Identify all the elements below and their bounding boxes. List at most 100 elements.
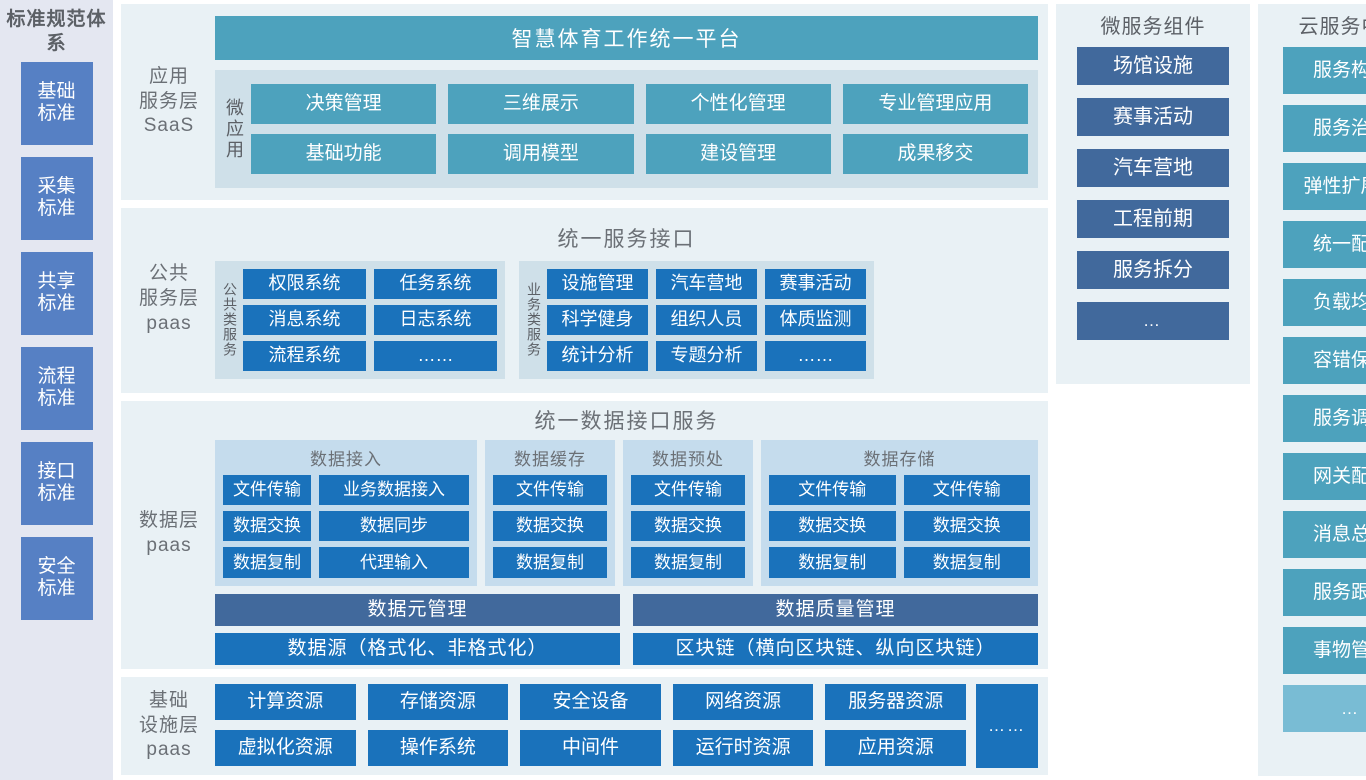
data-access-title: 数据接入 [310,449,382,469]
micro-item-project-preliminary[interactable]: 工程前期 [1077,200,1229,238]
infra-item-application-resources[interactable]: 应用资源 [825,730,966,766]
data-item-data-exchange[interactable]: 数据交换 [223,510,311,542]
metadata-management-bar[interactable]: 数据元管理 [215,593,620,626]
label-line-2: 标准 [37,293,76,314]
standards-item-basic[interactable]: 基础 标准 [20,61,93,145]
data-item-business-data-access[interactable]: 业务数据接入 [319,474,469,505]
standards-item-process[interactable]: 流程 标准 [20,346,93,430]
data-item-data-replication-2[interactable]: 数据复制 [903,547,1030,578]
app-item-results-handover[interactable]: 成果移交 [842,134,1028,174]
data-item-data-exchange[interactable]: 数据交换 [631,510,745,542]
standards-item-collection[interactable]: 采集 标准 [20,156,93,240]
infra-item-network-resources[interactable]: 网络资源 [672,684,814,720]
cloud-item-service-invocation[interactable]: 服务调用 [1283,395,1366,442]
infra-item-virtualization-resources[interactable]: 虚拟化资源 [215,730,356,766]
cloud-item-service-tracing[interactable]: 服务跟踪 [1283,569,1366,616]
app-item-professional-management[interactable]: 专业管理应用 [842,84,1028,124]
app-item-decision-management[interactable]: 决策管理 [251,84,437,124]
label-line-1: 共享 [37,271,76,293]
app-item-3d-display[interactable]: 三维展示 [448,84,634,124]
service-facility-management[interactable]: 设施管理 [547,268,648,299]
data-item-file-transfer[interactable]: 文件传输 [493,474,607,505]
unified-service-interface-banner: 统一服务接口 [557,227,696,251]
blockchain-bar[interactable]: 区块链（横向区块链、纵向区块链） [633,632,1038,665]
layer-stack: 应用 服务层 SaaS 智慧体育工作统一平台 微应用 决策管理 三维展示 个性化… [113,0,1048,780]
service-more-ellipsis[interactable]: …… [374,340,497,371]
data-item-data-replication[interactable]: 数据复制 [493,547,607,578]
standards-item-interface[interactable]: 接口 标准 [20,441,93,525]
micro-item-events-activities[interactable]: 赛事活动 [1077,98,1229,136]
data-item-file-transfer-2[interactable]: 文件传输 [903,474,1030,505]
data-item-data-replication[interactable]: 数据复制 [631,547,745,578]
infra-item-middleware[interactable]: 中间件 [520,730,661,766]
app-item-model-invocation[interactable]: 调用模型 [448,134,634,174]
service-scientific-fitness[interactable]: 科学健身 [547,304,648,335]
cloud-item-load-balancing[interactable]: 负载均衡 [1283,279,1366,326]
micro-item-rv-campground[interactable]: 汽车营地 [1077,149,1229,187]
app-item-basic-functions[interactable]: 基础功能 [251,134,437,174]
business-service-group-label: 业务类服务 [526,282,542,357]
service-permission-system[interactable]: 权限系统 [243,268,366,299]
service-events-activities[interactable]: 赛事活动 [765,268,866,299]
micro-item-more-ellipsis[interactable]: … [1077,302,1229,340]
data-source-bar[interactable]: 数据源（格式化、非格式化） [215,632,620,665]
service-thematic-analysis[interactable]: 专题分析 [656,340,757,371]
data-item-file-transfer[interactable]: 文件传输 [223,474,311,505]
service-task-system[interactable]: 任务系统 [374,268,497,299]
label-line-2: 标准 [37,103,76,124]
data-item-file-transfer[interactable]: 文件传输 [769,474,896,505]
common-service-group-label: 公共类服务 [222,282,238,357]
cloud-item-service-build[interactable]: 服务构建 [1283,47,1366,94]
data-item-data-exchange[interactable]: 数据交换 [769,510,896,542]
cloud-item-gateway-configuration[interactable]: 网关配置 [1283,453,1366,500]
service-physique-monitoring[interactable]: 体质监测 [765,304,866,335]
app-item-construction-management[interactable]: 建设管理 [645,134,831,174]
infra-item-runtime-resources[interactable]: 运行时资源 [672,730,814,766]
unified-platform-banner: 智慧体育工作统一平台 [215,16,1038,60]
data-storage-group: 数据存储 文件传输 文件传输 数据交换 数据交换 数据复制 数据复制 [761,439,1038,586]
cloud-item-more-ellipsis[interactable]: … [1283,685,1366,732]
service-organization-personnel[interactable]: 组织人员 [656,304,757,335]
label-line-1: 数据层 [138,510,199,532]
cloud-item-message-bus[interactable]: 消息总线 [1283,511,1366,558]
service-message-system[interactable]: 消息系统 [243,304,366,335]
cloud-item-unified-configuration[interactable]: 统一配置 [1283,221,1366,268]
label-line-2: 标准 [37,483,76,504]
micro-app-group-label: 微应用 [224,97,244,161]
service-more-ellipsis[interactable]: …… [765,340,866,371]
micro-item-venue-facilities[interactable]: 场馆设施 [1077,47,1229,85]
label-line-1: 基础 [37,81,76,103]
label-line-2: 标准 [37,388,76,409]
infrastructure-grid: 计算资源 存储资源 安全设备 网络资源 服务器资源 虚拟化资源 操作系统 中间件… [215,684,966,768]
data-item-file-transfer[interactable]: 文件传输 [631,474,745,505]
service-log-system[interactable]: 日志系统 [374,304,497,335]
data-item-data-replication[interactable]: 数据复制 [769,547,896,578]
data-item-data-exchange[interactable]: 数据交换 [493,510,607,542]
cloud-item-fault-tolerance[interactable]: 容错保护 [1283,337,1366,384]
label-line-1: 流程 [37,366,76,388]
data-quality-management-bar[interactable]: 数据质量管理 [633,593,1038,626]
data-item-agent-input[interactable]: 代理输入 [319,547,469,578]
data-item-data-replication[interactable]: 数据复制 [223,547,311,578]
label-line-2: 服务层 [138,90,199,112]
service-process-system[interactable]: 流程系统 [243,340,366,371]
standards-item-security[interactable]: 安全 标准 [20,536,93,620]
infra-item-storage-resources[interactable]: 存储资源 [367,684,509,720]
cloud-item-transaction-management[interactable]: 事物管理 [1283,627,1366,674]
infra-item-operating-system[interactable]: 操作系统 [367,730,509,766]
infra-item-more-ellipsis[interactable]: …… [976,684,1038,768]
data-item-data-sync[interactable]: 数据同步 [319,510,469,542]
cloud-item-elastic-scaling[interactable]: 弹性扩展地 [1283,163,1366,210]
infra-item-compute-resources[interactable]: 计算资源 [215,684,356,720]
cloud-item-service-governance[interactable]: 服务治理 [1283,105,1366,152]
standards-item-sharing[interactable]: 共享 标准 [20,251,93,335]
data-item-data-exchange-2[interactable]: 数据交换 [903,510,1030,542]
app-item-personalized-management[interactable]: 个性化管理 [645,84,831,124]
label-line-1: 采集 [37,176,76,198]
data-preprocess-title: 数据预处 [652,449,724,469]
infra-item-server-resources[interactable]: 服务器资源 [825,684,966,720]
service-rv-campground[interactable]: 汽车营地 [656,268,757,299]
micro-item-service-decomposition[interactable]: 服务拆分 [1077,251,1229,289]
infra-item-security-devices[interactable]: 安全设备 [520,684,661,720]
service-statistical-analysis[interactable]: 统计分析 [547,340,648,371]
